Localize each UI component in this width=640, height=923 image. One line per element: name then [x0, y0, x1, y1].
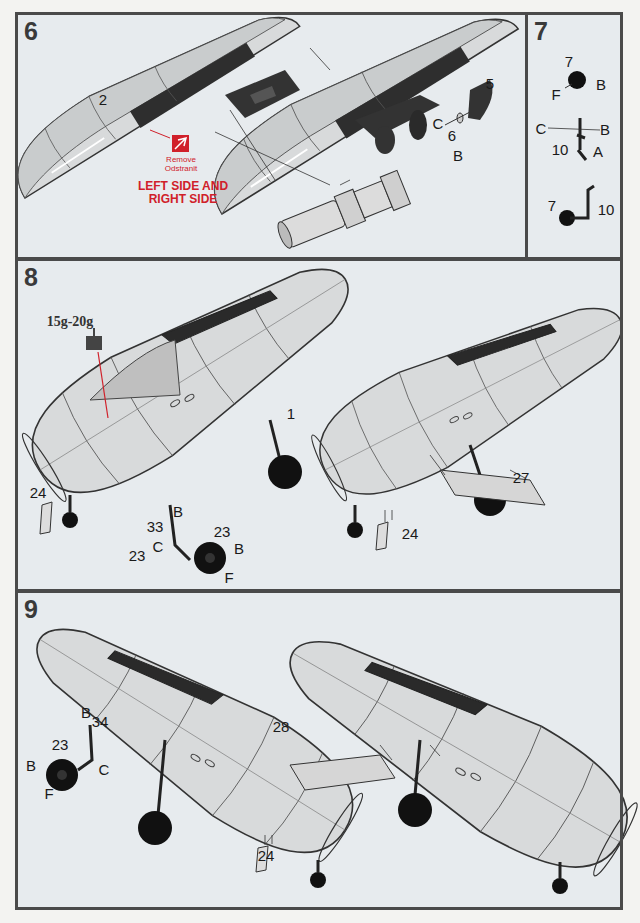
callout-number: 23: [52, 737, 69, 754]
callout-number: 5: [486, 76, 494, 93]
callout-number: 6: [448, 128, 456, 145]
callout-number: F: [44, 786, 53, 803]
callout-number: 7: [565, 54, 573, 71]
callout-number: A: [593, 144, 603, 161]
callout-number: 23: [214, 524, 231, 541]
callout-number: 28: [273, 719, 290, 736]
callout-number: B: [81, 705, 91, 722]
callout-number: F: [551, 87, 560, 104]
callout-number: C: [99, 762, 110, 779]
callout-number: 1: [287, 406, 295, 423]
callout-number: 24: [30, 485, 47, 502]
callout-number: 27: [513, 470, 530, 487]
callout-number: 24: [258, 848, 275, 865]
step-number: 6: [24, 17, 38, 46]
callout-number: 7: [548, 198, 556, 215]
callout-number: B: [596, 77, 606, 94]
callout-number: B: [26, 758, 36, 775]
step-number: 8: [24, 263, 38, 292]
callout-number: 2: [99, 92, 107, 109]
callout-number: B: [453, 148, 463, 165]
step-panel: 8: [15, 258, 623, 592]
callout-number: B: [173, 504, 183, 521]
warning-text: Remove: [166, 156, 196, 165]
step-panel: 9: [15, 590, 623, 910]
callout-number: C: [433, 116, 444, 133]
step-number: 9: [24, 595, 38, 624]
callout-number: 10: [552, 142, 569, 159]
callout-number: 10: [598, 202, 615, 219]
callout-number: 34: [92, 714, 109, 731]
callout-number: 33: [147, 519, 164, 536]
callout-number: B: [600, 122, 610, 139]
step-number: 7: [534, 17, 548, 46]
callout-number: C: [536, 121, 547, 138]
warning-text: Odstranit: [165, 165, 197, 174]
callout-number: 24: [402, 526, 419, 543]
callout-number: 23: [129, 548, 146, 565]
weight-note: 15g-20g: [47, 314, 94, 329]
callout-number: C: [153, 539, 164, 556]
callout-number: F: [224, 570, 233, 587]
warning-text: LEFT SIDE AND RIGHT SIDE: [137, 180, 229, 206]
callout-number: B: [234, 541, 244, 558]
